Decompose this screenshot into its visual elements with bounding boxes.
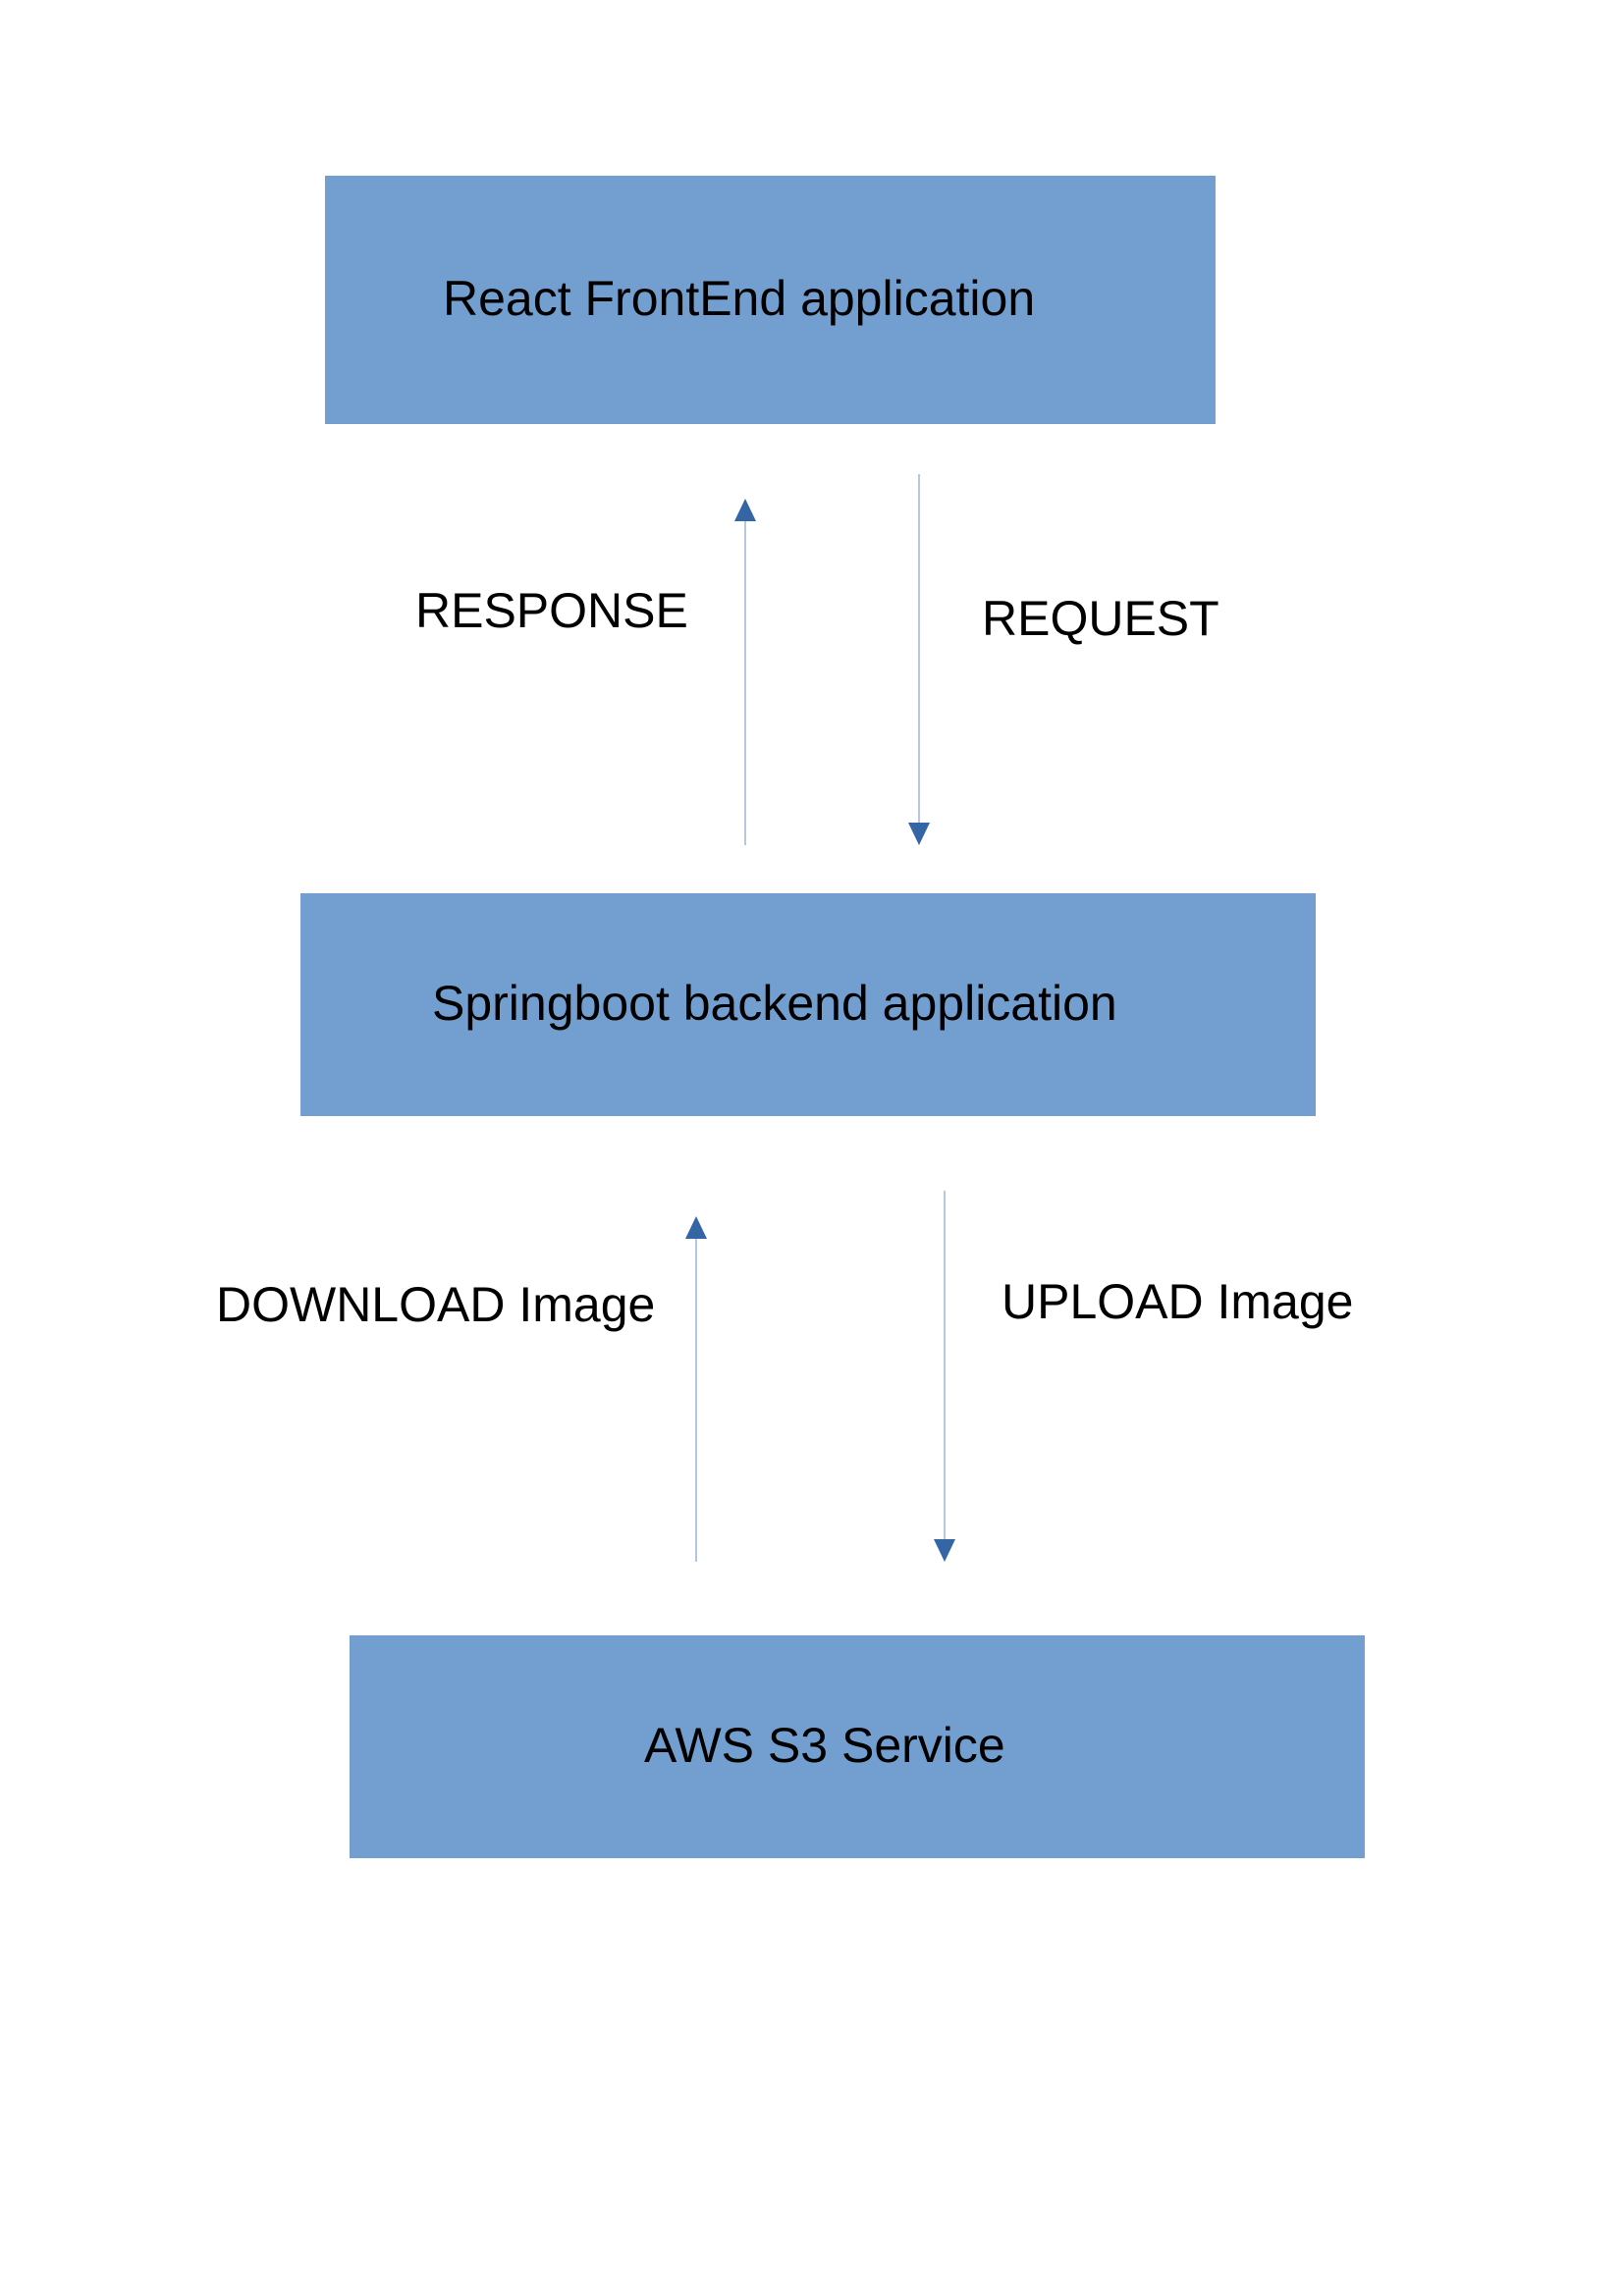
request-arrow — [908, 474, 930, 845]
response-label: RESPONSE — [415, 583, 688, 638]
request-label: REQUEST — [982, 591, 1219, 646]
upload-arrow — [934, 1191, 955, 1562]
react-frontend-label: React FrontEnd application — [443, 271, 1036, 326]
response-arrow — [734, 499, 756, 845]
springboot-backend-box: Springboot backend application — [300, 893, 1316, 1116]
aws-s3-label: AWS S3 Service — [644, 1718, 1005, 1773]
upload-image-label: UPLOAD Image — [1001, 1274, 1354, 1329]
react-frontend-box: React FrontEnd application — [325, 176, 1216, 424]
download-image-label: DOWNLOAD Image — [216, 1277, 656, 1332]
download-arrow — [685, 1216, 707, 1562]
springboot-backend-label: Springboot backend application — [432, 976, 1117, 1031]
aws-s3-box: AWS S3 Service — [350, 1635, 1365, 1858]
